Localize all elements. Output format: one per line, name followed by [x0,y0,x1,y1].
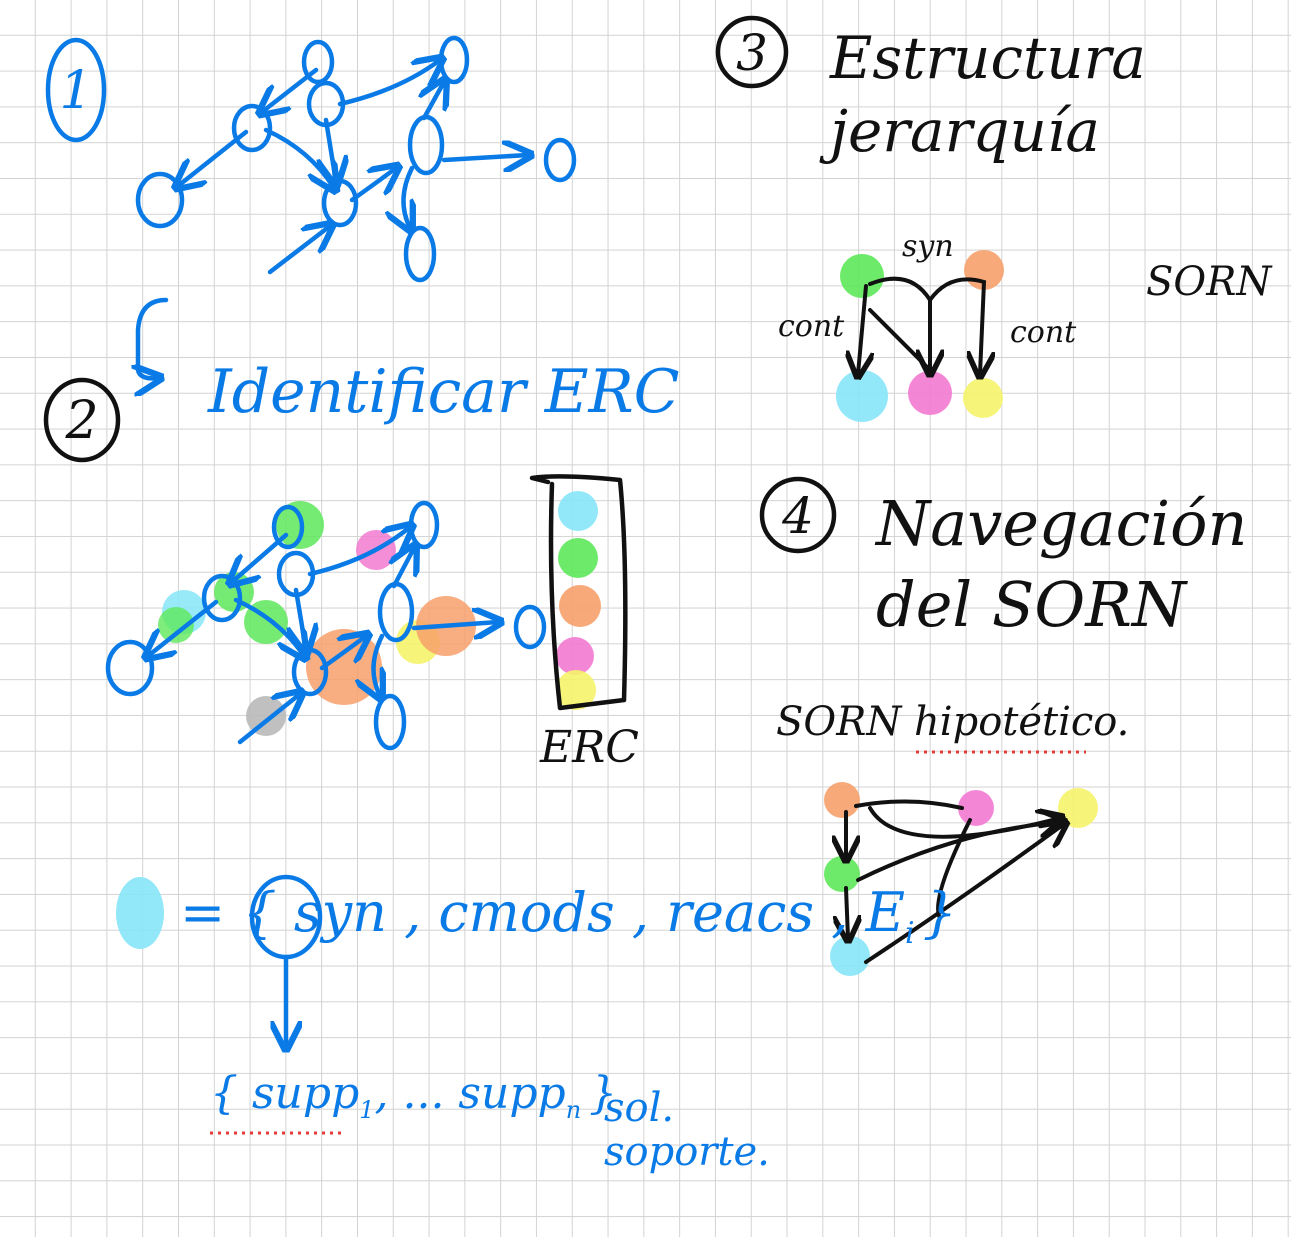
syn-label: syn [902,229,954,264]
net2-node-c [271,504,305,550]
hier-edge-cyan-mid [868,308,932,372]
set-color-blob-cyan [116,877,164,949]
step4-sorn-graph [824,782,1098,976]
set-definition-text: = { syn , cmods , reacs , E [180,881,905,944]
sorn-edge-orange-pink [854,799,964,810]
sorn-node-green [824,856,860,892]
net2-edge-de [307,527,410,577]
net2-edge-fh [373,633,382,696]
erc-label: ERC [540,722,639,773]
cont-right-label: cont [1010,315,1077,350]
set-definition: = { syn , cmods , reacs , Ei} [180,886,957,949]
support-set-open: { supp [210,1068,360,1119]
step1-to-step2-arrow [138,297,169,378]
support-note: sol. soporte. [604,1085,770,1175]
net1-node-i [543,137,577,183]
step1-network [135,35,577,283]
net2-node-i [513,604,547,650]
step4-circle [759,476,837,554]
net1-edge-fh [403,165,412,228]
net1-edge-de [337,60,440,107]
hier-edge-syn-right [928,277,984,374]
net2-node-h [373,693,407,751]
net1-edge-ba [178,129,249,186]
step3-hierarchy [836,250,1004,422]
sorn-node-orange [824,782,860,818]
net2-edge-gf [319,636,366,671]
net1-node-c [301,39,335,85]
erc-item-cyan [558,491,598,531]
cont-left-label: cont [778,309,845,344]
erc-bracket [529,474,628,711]
step4-number: 4 [781,487,814,545]
hier-node-yellow [963,378,1003,418]
step2-network [105,500,547,751]
step3-circle [715,15,789,89]
sorn-edge-green-yellow [856,822,1062,882]
sorn-edge-cyan-yellow [864,824,1064,964]
step4-label: Navegación del SORN [876,484,1256,645]
step2-label: Identificar ERC [208,357,680,427]
step2-number: 2 [64,391,98,451]
net2-edge-cb [232,532,289,582]
step-markers [43,15,837,554]
step3-number: 3 [736,24,768,82]
net1-edge-fi [441,155,528,160]
net1-node-f [407,114,445,176]
sorn-edge-green-cyan [846,886,848,938]
support-set-close: } [589,1068,618,1119]
net2-edge-fe [394,548,414,589]
erc-list [529,474,628,711]
net1-edge-in [267,226,330,275]
net1-edge-dg [326,117,336,182]
sorn-node-cyan [830,936,870,976]
set-definition-close: } [922,881,957,944]
net2-edge-dg [296,587,306,650]
hier-node-pink [908,371,952,415]
erc-item-yellow [556,670,596,710]
net1-node-a [135,171,185,229]
hier-node-green [840,254,884,298]
hier-edge-syn-left [868,276,930,372]
sorn-node-pink [958,790,994,826]
net2-edge-ba [148,599,219,656]
net1-node-h [403,225,437,283]
step1-number: 1 [59,61,92,121]
erc-item-pink [556,637,594,675]
net1-edge-cb [262,67,319,112]
net1-edge-fe [424,82,444,121]
step4-label-text: Navegación del SORN [876,487,1248,641]
sorn-hypothesis-label: SORN hipotético. [776,699,1130,745]
step3-label-text: Estructura jerarquía [830,24,1146,165]
support-set-sub-n: n [565,1095,582,1124]
sorn-edge-pink-cyan [936,818,972,920]
erc-item-green [558,538,598,578]
net2-edge-fi [411,622,498,628]
hier-edge-green-cyan [858,284,866,374]
set-definition-subscript: i [905,915,915,951]
net2-node-e [408,500,440,550]
net1-edge-gf [349,168,396,203]
erc-item-orange [559,585,601,627]
net2-node-a [105,639,155,697]
net1-node-e [438,35,470,85]
hier-node-cyan [836,370,888,422]
step1-circle [45,37,107,143]
support-set-sub-1: 1 [359,1095,375,1124]
net1-node-g [321,178,359,228]
net2-edge-in [237,694,300,745]
net1-edge-bg [263,127,334,188]
net2-node-f [377,581,415,643]
support-set-rest: , ... supp [374,1068,566,1119]
step3-label: Estructura jerarquía [830,22,1250,167]
step2-circle [43,377,121,463]
support-set: { supp1, ... suppn} [210,1072,617,1122]
step2-highlights [158,501,476,736]
sorn-label: SORN [1146,259,1272,305]
